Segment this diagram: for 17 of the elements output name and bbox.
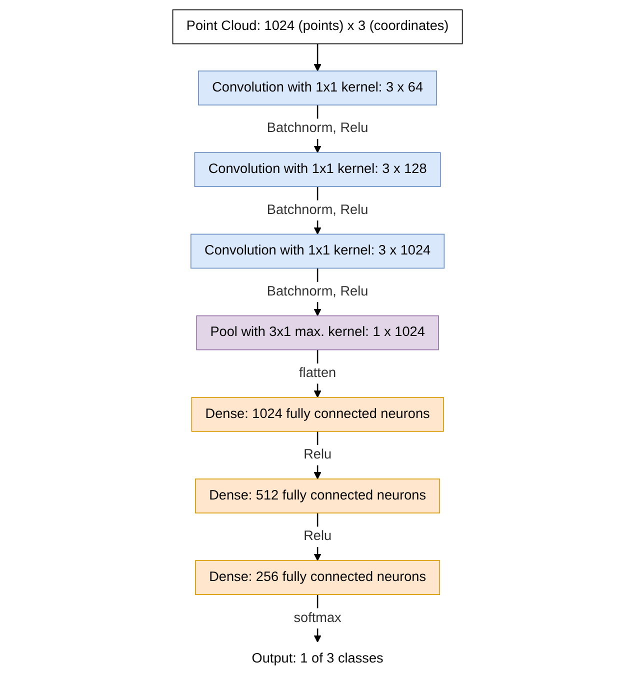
node-text: Output: 1 of 3 classes [252,651,384,666]
node-box: Point Cloud: 1024 (points) x 3 (coordinates) [172,8,463,44]
node-box: Dense: 512 fully connected neurons [194,478,440,513]
edge-label: Batchnorm, Relu [266,202,368,217]
edge-label: Relu [304,528,332,544]
node-box: Dense: 256 fully connected neurons [194,560,440,595]
node-box: Convolution with 1x1 kernel: 3 x 1024 [190,233,445,268]
node-box: Convolution with 1x1 kernel: 3 x 128 [194,152,441,187]
edge-label: Batchnorm, Relu [266,284,368,298]
node-box: Pool with 3x1 max. kernel: 1 x 1024 [196,314,439,350]
node-box: Convolution with 1x1 kernel: 3 x 64 [198,70,437,105]
node-box: Dense: 1024 fully connected neurons [191,396,444,432]
edge-label: flatten [298,365,336,380]
edge-label: Relu [304,447,332,462]
arrow [314,43,322,71]
edge-label: Batchnorm, Relu [266,120,368,136]
edge-label: softmax [294,610,342,625]
